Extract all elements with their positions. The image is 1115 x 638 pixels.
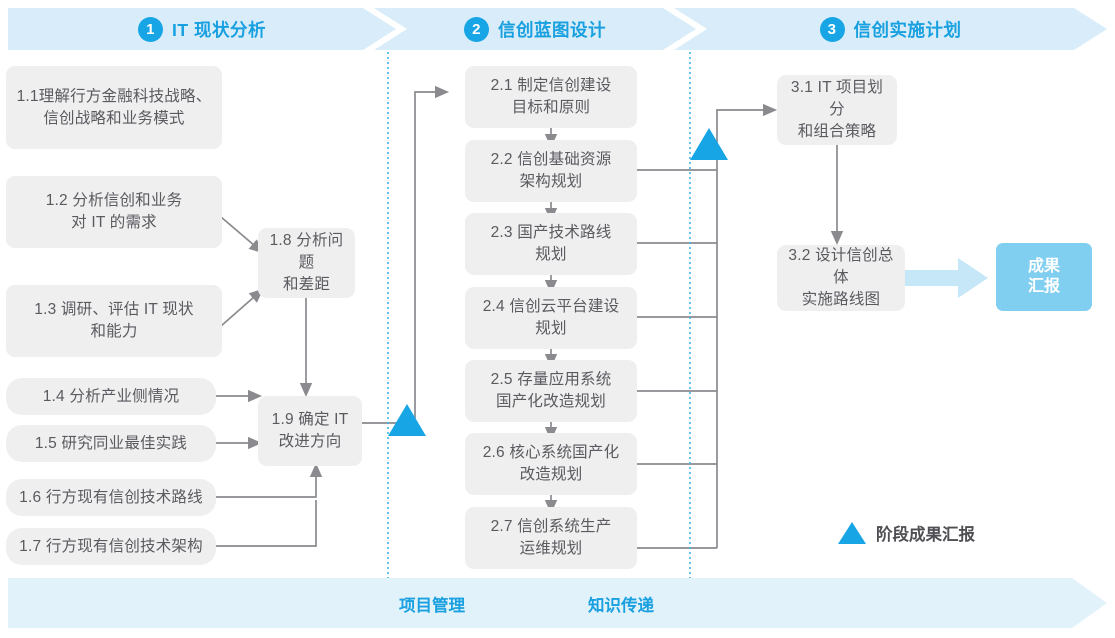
task-node-1-5[interactable]: 1.5 研究同业最佳实践	[6, 425, 216, 462]
task-node-2-4[interactable]: 2.4 信创云平台建设规划	[465, 287, 637, 349]
task-node-1-4[interactable]: 1.4 分析产业侧情况	[6, 378, 216, 415]
task-node-1-8[interactable]: 1.8 分析问题和差距	[258, 228, 355, 298]
footer-band: 项目管理 知识传递	[8, 578, 1107, 628]
task-node-1-1[interactable]: 1.1理解行方金融科技战略、信创战略和业务模式	[6, 66, 222, 149]
task-node-2-3[interactable]: 2.3 国产技术路线规划	[465, 213, 637, 275]
phase-band-3[interactable]: 3 信创实施计划	[674, 8, 1107, 50]
legend-milestone: 阶段成果汇报	[838, 521, 975, 545]
footer-label-knowledge-transfer: 知识传递	[588, 597, 654, 615]
wire-1-9-to-2-1	[362, 85, 450, 424]
phase-band-2[interactable]: 2 信创蓝图设计	[374, 8, 696, 50]
phase-label-3: 信创实施计划	[853, 19, 962, 40]
triangle-icon	[838, 522, 866, 544]
task-node-2-7[interactable]: 2.7 信创系统生产运维规划	[465, 507, 637, 569]
phase-number-2: 2	[464, 16, 489, 42]
phase-band-1[interactable]: 1 IT 现状分析	[8, 8, 396, 50]
wire-1-6-to-1-9	[215, 462, 323, 498]
phase-band-1-shape	[8, 8, 396, 50]
footer-label-project-management: 项目管理	[399, 597, 465, 615]
phase-band-2-shape	[374, 8, 696, 50]
legend-label: 阶段成果汇报	[876, 526, 975, 544]
phase-band-3-shape	[674, 8, 1107, 50]
milestone-triangle-phase2	[690, 128, 728, 160]
wire-1-3-to-1-8	[220, 288, 264, 327]
wire-1-7-to-1-9	[215, 500, 317, 547]
task-node-1-7[interactable]: 1.7 行方现有信创技术架构	[6, 528, 216, 565]
task-node-3-2[interactable]: 3.2 设计信创总体实施路线图	[777, 245, 905, 311]
milestone-triangle-phase1	[388, 404, 426, 436]
task-node-2-6[interactable]: 2.6 核心系统国产化改造规划	[465, 433, 637, 495]
phase-label-2: 信创蓝图设计	[498, 19, 606, 40]
outcome-report-box[interactable]: 成果汇报	[996, 243, 1092, 311]
footer-band-shape	[8, 578, 1107, 628]
phase-number-3: 3	[819, 16, 845, 42]
phase-label-1: IT 现状分析	[172, 19, 266, 40]
task-node-1-2[interactable]: 1.2 分析信创和业务对 IT 的需求	[6, 176, 222, 248]
phase-number-1: 1	[138, 16, 164, 42]
wire-1-2-to-1-8	[220, 216, 264, 254]
task-node-1-3[interactable]: 1.3 调研、评估 IT 现状和能力	[6, 285, 222, 357]
task-node-3-1[interactable]: 3.1 IT 项目划分和组合策略	[777, 75, 897, 145]
task-node-2-5[interactable]: 2.5 存量应用系统国产化改造规划	[465, 360, 637, 422]
task-node-2-1[interactable]: 2.1 制定信创建设目标和原则	[465, 66, 637, 128]
wire-bus-to-3-1	[716, 103, 778, 140]
block-arrow-to-outcome	[905, 258, 988, 298]
task-node-2-2[interactable]: 2.2 信创基础资源架构规划	[465, 140, 637, 202]
task-node-1-6[interactable]: 1.6 行方现有信创技术路线	[6, 479, 216, 516]
